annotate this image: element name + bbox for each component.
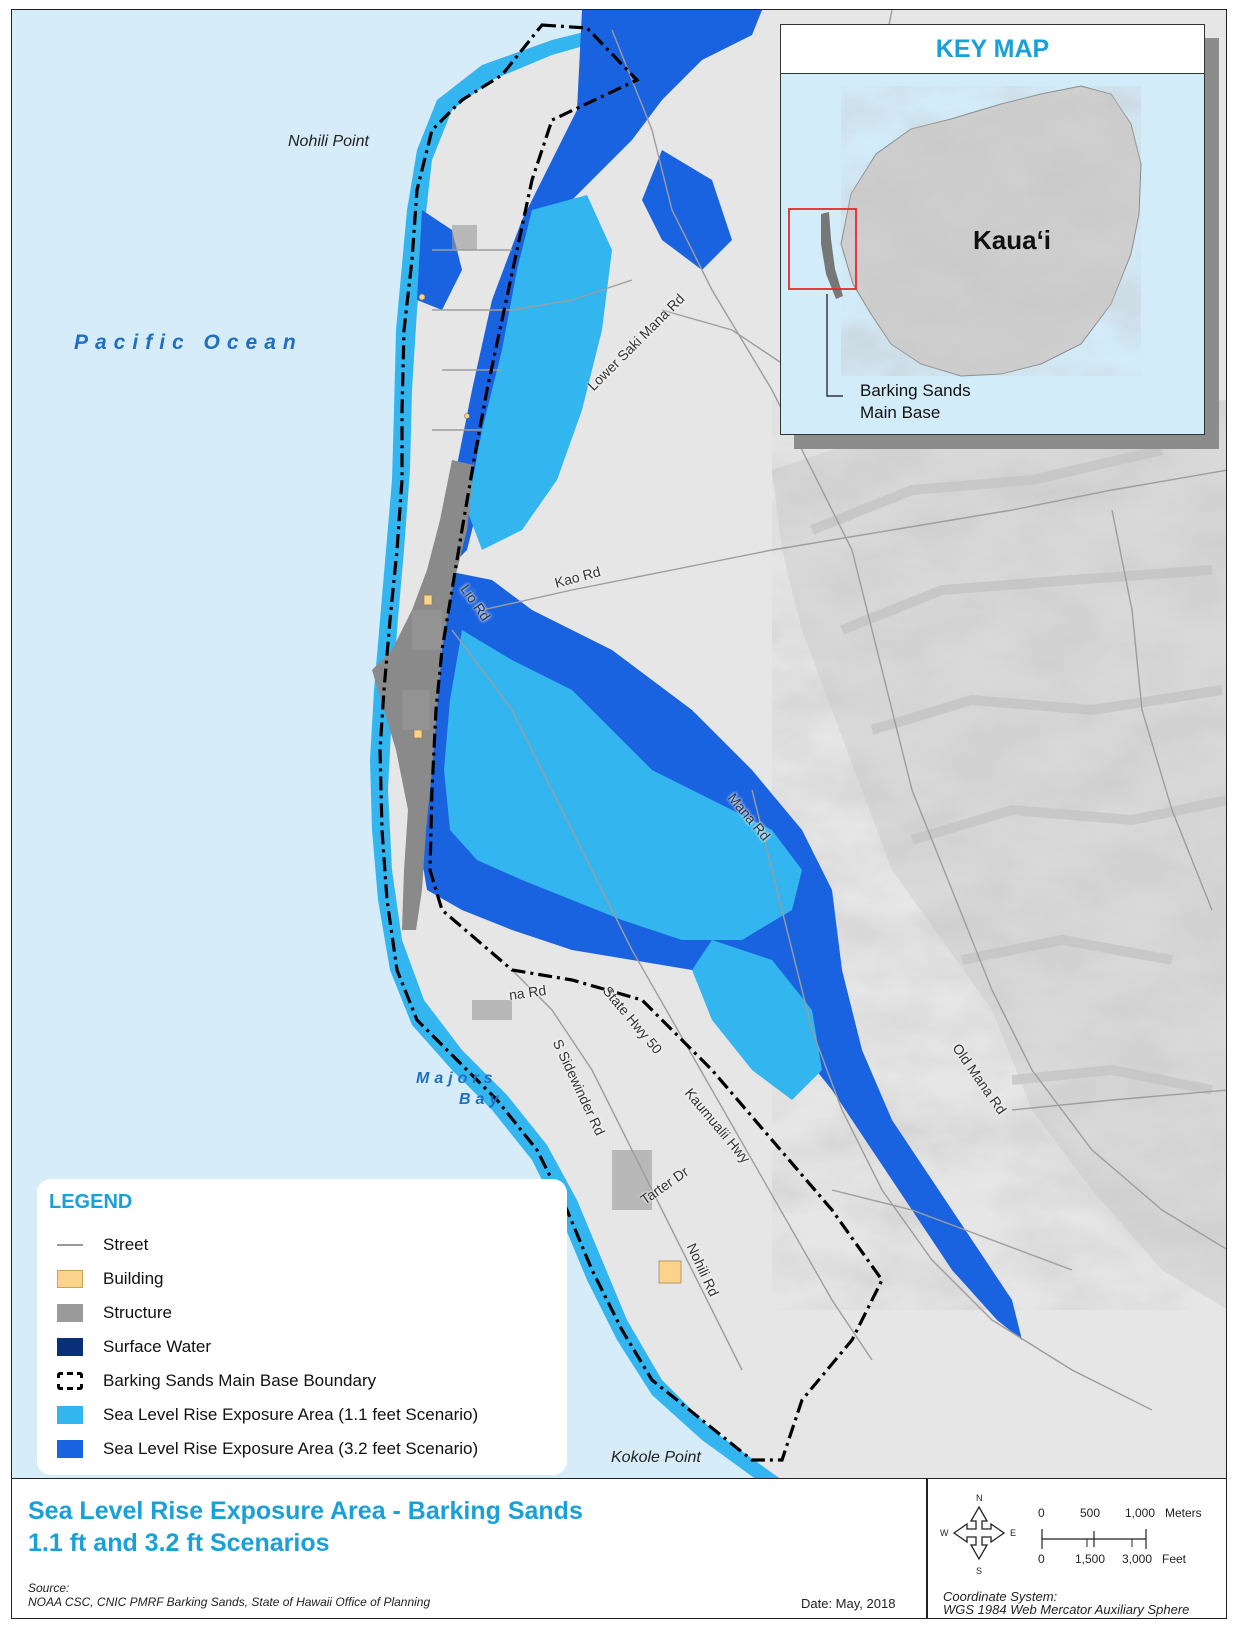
legend-swatch-slr-3-2 [57,1440,83,1458]
label-pacific-ocean: Pacific Ocean [74,331,303,354]
map-frame[interactable]: Nohili Point Pacific Ocean Majors Bay Ko… [11,9,1227,1479]
key-map-title: KEY MAP [781,25,1204,74]
map-title-line2: 1.1 ft and 3.2 ft Scenarios [28,1529,330,1557]
legend-label: Surface Water [103,1337,212,1356]
north-arrow-icon [952,1505,1006,1561]
compass-s: S [976,1566,983,1576]
title-divider [926,1479,928,1619]
scale-m-unit: Meters [1165,1506,1202,1520]
title-block: Sea Level Rise Exposure Area - Barking S… [11,1479,1227,1619]
legend-item-surface-water: Surface Water [49,1330,555,1364]
legend-item-structure: Structure [49,1296,555,1330]
label-majors-bay-line1: Majors [416,1070,498,1087]
kauai-terrain [841,86,1141,376]
source-text: NOAA CSC, CNIC PMRF Barking Sands, State… [28,1595,431,1609]
key-map-island-label: Kaua‘i [973,225,1052,255]
key-map-callout-line1: Barking Sands [860,381,971,400]
key-map-callout-line [826,294,843,397]
scale-ft-unit: Feet [1162,1552,1187,1566]
key-map-canvas [788,85,1142,397]
legend: LEGEND Street Building Structure Surface… [37,1179,567,1475]
date-text: Date: May, 2018 [801,1596,896,1611]
slr-1-1-ft-area [444,195,822,1100]
map-title-line1: Sea Level Rise Exposure Area - Barking S… [28,1497,583,1525]
coord-system-text: WGS 1984 Web Mercator Auxiliary Sphere [943,1602,1190,1617]
label-kokole-point: Kokole Point [611,1449,701,1466]
ridge-lines [810,445,1226,1095]
key-map-callout-line2: Main Base [860,403,941,422]
legend-item-slr-3-2: Sea Level Rise Exposure Area (3.2 feet S… [49,1432,555,1466]
legend-swatch-surface-water [57,1338,83,1356]
base-boundary [378,23,884,1462]
legend-label: Sea Level Rise Exposure Area (3.2 feet S… [103,1439,479,1458]
legend-label: Barking Sands Main Base Boundary [103,1371,377,1390]
mountain-texture [772,400,1226,1309]
compass-w: W [940,1528,949,1538]
legend-item-boundary: Barking Sands Main Base Boundary [49,1364,555,1398]
label-nohili-point: Nohili Point [288,133,369,150]
legend-item-slr-1-1: Sea Level Rise Exposure Area (1.1 feet S… [49,1398,555,1432]
legend-item-building: Building [49,1262,555,1296]
scale-ft-3000: 3,000 [1122,1552,1153,1566]
coord-system-label: Coordinate System: [943,1589,1058,1604]
legend-swatch-boundary [57,1372,83,1390]
legend-label: Street [103,1235,149,1254]
scale-m-500: 500 [1080,1506,1101,1520]
buildings [413,293,682,1284]
scale-ft-1500: 1,500 [1075,1552,1106,1566]
legend-swatch-building [57,1270,83,1288]
barking-sands-shape [821,212,843,299]
source-label: Source: [28,1581,70,1595]
compass-n: N [976,1493,983,1503]
legend-label: Building [103,1269,164,1288]
legend-title: LEGEND [49,1191,133,1213]
label-majors-bay-line2: Bay [459,1091,504,1108]
legend-swatch-street [57,1244,83,1246]
legend-label: Structure [103,1303,172,1322]
key-map-extent-box [788,208,857,290]
compass-e: E [1010,1528,1017,1538]
scale-ft-0: 0 [1038,1552,1045,1566]
scale-m-0: 0 [1038,1506,1045,1520]
legend-swatch-slr-1-1 [57,1406,83,1424]
scale-bar [1041,1529,1147,1549]
map-title: Sea Level Rise Exposure Area - Barking S… [28,1495,583,1559]
legend-label: Sea Level Rise Exposure Area (1.1 feet S… [103,1405,479,1424]
legend-items: Street Building Structure Surface Water … [49,1228,555,1466]
legend-swatch-structure [57,1304,83,1322]
scale-m-1000: 1,000 [1125,1506,1156,1520]
structure-clusters [402,225,652,1210]
key-map-callout-label: Barking Sands Main Base [860,380,971,424]
key-map: KEY MAP Kaua‘i Barking Sands Main Base [780,24,1205,435]
legend-item-street: Street [49,1228,555,1262]
